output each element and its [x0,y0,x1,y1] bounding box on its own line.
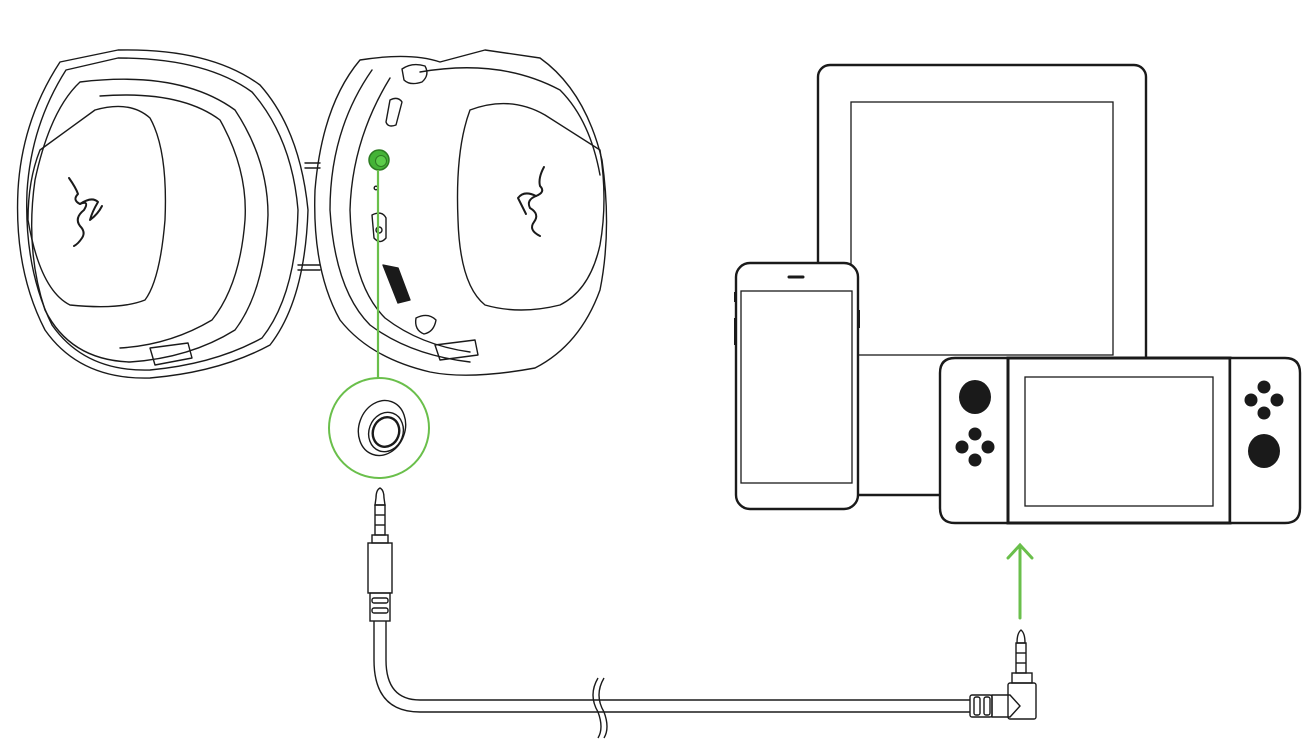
game-console-device [938,356,1302,525]
smartphone-device [734,261,860,511]
razer-logo-left-icon [68,177,103,247]
straight-plug [367,487,393,622]
angled-plug [969,629,1037,720]
cable-break-icon [592,677,602,739]
headset-right-earcup [314,49,608,376]
port-callout [328,170,430,479]
audio-cable [367,487,1037,739]
headset-audio-port [368,149,390,171]
headset-left-earcup [16,49,309,379]
right-joystick-icon [1248,434,1280,468]
razer-logo-right-icon [517,166,545,237]
left-joystick-icon [959,380,991,414]
connect-arrow-icon [1006,542,1034,620]
